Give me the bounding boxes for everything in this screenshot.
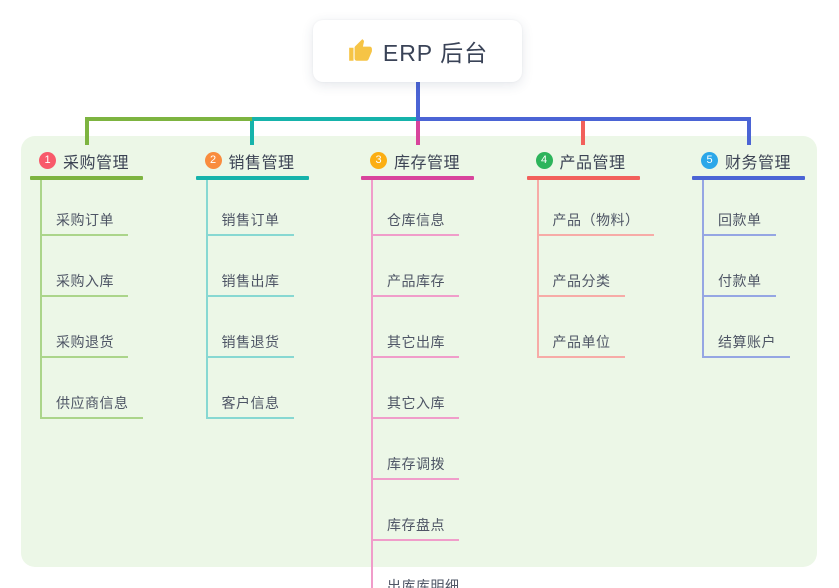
child-topic-label: 仓库信息 — [387, 212, 445, 228]
child-topic-label: 出库库明细 — [387, 578, 460, 588]
branch-number-badge: 1 — [39, 152, 56, 169]
children-list: 产品（物料） 产品分类产品单位 — [536, 180, 654, 358]
branch-title: 采购管理 — [63, 154, 130, 172]
branch-underline — [195, 176, 309, 180]
child-topic-label: 其它出库 — [387, 334, 445, 350]
branch-topic-4[interactable]: 4 产品管理 — [527, 150, 640, 172]
child-topic-label: 付款单 — [718, 273, 762, 289]
branch-underline — [30, 176, 143, 180]
connector-drop-4 — [581, 117, 585, 145]
child-topic[interactable]: 采购订单 — [42, 180, 128, 236]
branch-3: 3 库存管理仓库信息产品库存其它出库其它入库库存调拨库存盘点出库库明细 — [361, 150, 474, 588]
child-topic-label: 回款单 — [718, 212, 762, 228]
branch-topic-2[interactable]: 2 销售管理 — [196, 150, 309, 172]
child-topic-label: 库存调拨 — [387, 456, 445, 472]
child-topic[interactable]: 供应商信息 — [42, 358, 143, 419]
child-topic[interactable]: 产品库存 — [373, 236, 459, 297]
branch-1: 1 采购管理采购订单采购入库采购退货供应商信息 — [30, 150, 143, 419]
child-topic[interactable]: 客户信息 — [207, 358, 294, 419]
branch-topic-5[interactable]: 5 财务管理 — [692, 150, 805, 172]
child-topic[interactable]: 仓库信息 — [373, 180, 459, 236]
branch-title: 库存管理 — [394, 154, 461, 172]
child-topic[interactable]: 其它入库 — [373, 358, 459, 419]
child-topic[interactable]: 产品分类 — [538, 236, 625, 297]
connector-root-drop — [415, 82, 420, 121]
child-topic-label: 采购入库 — [56, 273, 114, 289]
child-topic-label: 产品分类 — [552, 273, 611, 289]
connector-drop-1 — [84, 117, 89, 145]
root-topic[interactable]: ERP 后台 — [313, 20, 522, 82]
child-topic[interactable]: 库存盘点 — [373, 480, 459, 541]
branch-underline — [361, 176, 474, 180]
child-topic-label: 采购订单 — [56, 212, 114, 228]
connector-h-right — [417, 117, 751, 121]
branch-topic-1[interactable]: 1 采购管理 — [30, 150, 143, 172]
branch-title: 财务管理 — [725, 154, 792, 172]
children-list: 回款单付款单结算账户 — [702, 180, 790, 358]
child-topic-label: 客户信息 — [221, 395, 280, 411]
child-topic-label: 产品库存 — [387, 273, 445, 289]
branch-title: 销售管理 — [228, 154, 295, 172]
child-topic-label: 采购退货 — [56, 334, 114, 350]
child-topic[interactable]: 采购入库 — [42, 236, 128, 297]
branch-number-badge: 5 — [701, 152, 718, 169]
branches-background-panel — [21, 136, 817, 567]
branch-number-badge: 4 — [535, 152, 553, 169]
child-topic[interactable]: 销售退货 — [207, 297, 294, 358]
child-topic[interactable]: 采购退货 — [42, 297, 128, 358]
connector-drop-5 — [746, 117, 751, 145]
children-list: 仓库信息产品库存其它出库其它入库库存调拨库存盘点出库库明细 — [371, 180, 474, 588]
child-topic-label: 产品单位 — [552, 334, 611, 350]
branch-5: 5 财务管理回款单付款单结算账户 — [692, 150, 805, 358]
child-topic[interactable]: 产品单位 — [538, 297, 625, 358]
child-topic[interactable]: 产品（物料） — [538, 180, 654, 236]
child-topic-label: 销售退货 — [221, 334, 280, 350]
branch-title: 产品管理 — [559, 154, 626, 172]
branch-topic-3[interactable]: 3 库存管理 — [361, 150, 474, 172]
child-topic-label: 销售出库 — [221, 273, 280, 289]
child-topic[interactable]: 销售出库 — [207, 236, 294, 297]
children-list: 采购订单采购入库采购退货供应商信息 — [40, 180, 143, 419]
root-topic-label: ERP 后台 — [382, 40, 489, 66]
child-topic-label: 库存盘点 — [387, 517, 445, 533]
branch-underline — [692, 176, 805, 180]
connector-h-branch-2 — [252, 117, 418, 121]
child-topic-label: 产品（物料） — [552, 212, 640, 228]
child-topic[interactable]: 结算账户 — [704, 297, 790, 358]
branch-2: 2 销售管理销售订单销售出库销售退货客户信息 — [195, 150, 309, 419]
child-topic[interactable]: 其它出库 — [373, 297, 459, 358]
branch-number-badge: 3 — [370, 152, 387, 169]
child-topic[interactable]: 销售订单 — [207, 180, 294, 236]
thumbs-up-icon — [347, 38, 373, 64]
children-list: 销售订单销售出库销售退货客户信息 — [205, 180, 294, 419]
thumbs-up-path — [349, 39, 372, 61]
child-topic[interactable]: 出库库明细 — [373, 541, 474, 588]
branch-number-badge: 2 — [204, 152, 222, 169]
child-topic[interactable]: 库存调拨 — [373, 419, 459, 480]
child-topic[interactable]: 付款单 — [704, 236, 776, 297]
child-topic-label: 供应商信息 — [56, 395, 129, 411]
child-topic-label: 销售订单 — [221, 212, 280, 228]
connector-drop-3 — [415, 117, 420, 145]
child-topic-label: 结算账户 — [718, 334, 776, 350]
connector-drop-2 — [250, 117, 254, 145]
branch-4: 4 产品管理产品（物料） 产品分类产品单位 — [526, 150, 654, 358]
child-topic-label: 其它入库 — [387, 395, 445, 411]
branch-underline — [526, 176, 640, 180]
child-topic[interactable]: 回款单 — [704, 180, 776, 236]
connector-h-branch-1 — [84, 117, 252, 121]
